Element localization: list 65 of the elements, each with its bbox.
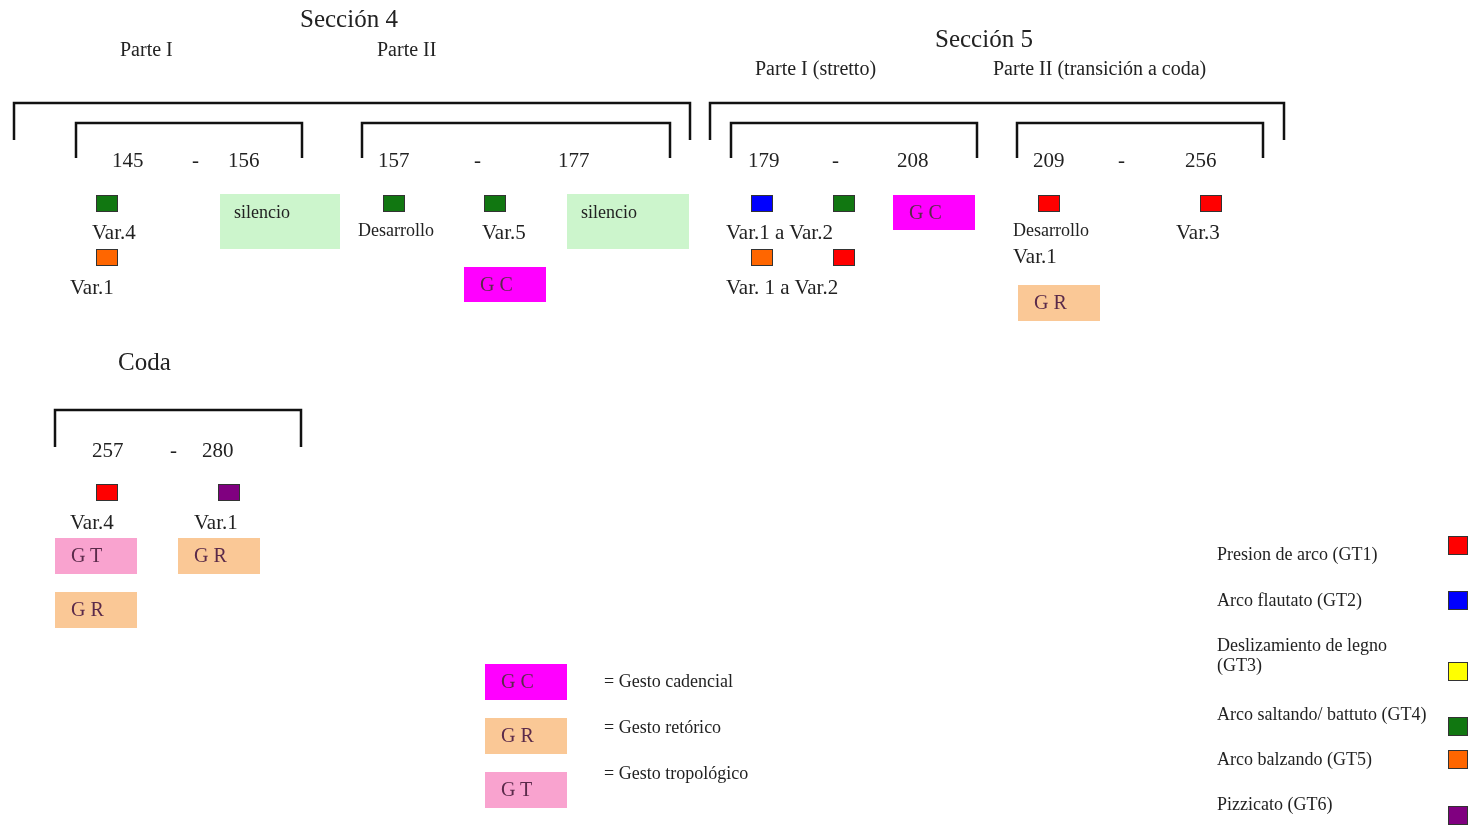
variation-label: Var.4 [70,511,114,535]
measure-number: 208 [897,149,929,173]
part-heading: Parte II [377,38,437,60]
legend-label: Presion de arco (GT1) [1217,545,1379,565]
variation-label: Desarrollo [358,221,434,241]
rest-box: silencio [567,194,689,249]
variation-label: Var.5 [482,221,526,245]
color-marker [833,195,855,212]
measure-number: 280 [202,439,234,463]
gesture-definition: = Gesto cadencial [604,672,734,692]
color-marker [96,195,118,212]
measure-number: 209 [1033,149,1065,173]
part-heading: Parte I [120,38,173,60]
measure-number: 257 [92,439,124,463]
legend-label: Pizzicato (GT6) [1217,795,1334,815]
measure-number: 256 [1185,149,1217,173]
legend-label: Arco flautato (GT2) [1217,591,1363,611]
gesture-box: G C [485,664,567,700]
range-dash: - [474,149,481,173]
color-marker [1038,195,1060,212]
measure-number: 145 [112,149,144,173]
variation-label: Desarrollo [1013,221,1089,241]
color-marker [484,195,506,212]
color-marker [1200,195,1222,212]
gesture-definition: = Gesto retórico [604,718,722,738]
variation-label: Var.1 [194,511,238,535]
section-heading: Coda [118,348,171,376]
variation-label: Var.1 [1013,245,1057,269]
color-marker [96,484,118,501]
gesture-box: G C [893,195,975,230]
range-dash: - [1118,149,1125,173]
section-heading: Sección 5 [935,25,1033,53]
part-heading: Parte I (stretto) [755,57,877,79]
gesture-box: G R [1018,285,1100,321]
color-marker [751,195,773,212]
section-heading: Sección 4 [300,5,398,33]
variation-label: Var. 1 a Var.2 [726,276,839,300]
variation-label: Var.1 [70,276,114,300]
measure-number: 177 [558,149,590,173]
legend-label: Deslizamiento de legno (GT3) [1217,636,1388,676]
gesture-box: G T [55,538,137,574]
measure-number: 156 [228,149,260,173]
variation-label: Var.4 [92,221,136,245]
legend-label: Arco saltando/ battuto (GT4) [1217,705,1428,725]
color-marker [96,249,118,266]
gesture-box: G T [485,772,567,808]
color-marker [383,195,405,212]
rest-box: silencio [220,194,340,249]
range-dash: - [832,149,839,173]
gesture-box: G R [55,592,137,628]
gesture-box: G R [485,718,567,754]
color-marker [218,484,240,501]
gesture-box: G C [464,267,546,302]
variation-label: Var.3 [1176,221,1220,245]
part-heading: Parte II (transición a coda) [993,57,1207,79]
color-marker [833,249,855,266]
gesture-box: G R [178,538,260,574]
color-marker [751,249,773,266]
range-dash: - [192,149,199,173]
measure-number: 157 [378,149,410,173]
legend-label: Arco balzando (GT5) [1217,750,1373,770]
measure-number: 179 [748,149,780,173]
gesture-definition: = Gesto tropológico [604,764,749,784]
variation-label: Var.1 a Var.2 [726,221,833,245]
range-dash: - [170,439,177,463]
